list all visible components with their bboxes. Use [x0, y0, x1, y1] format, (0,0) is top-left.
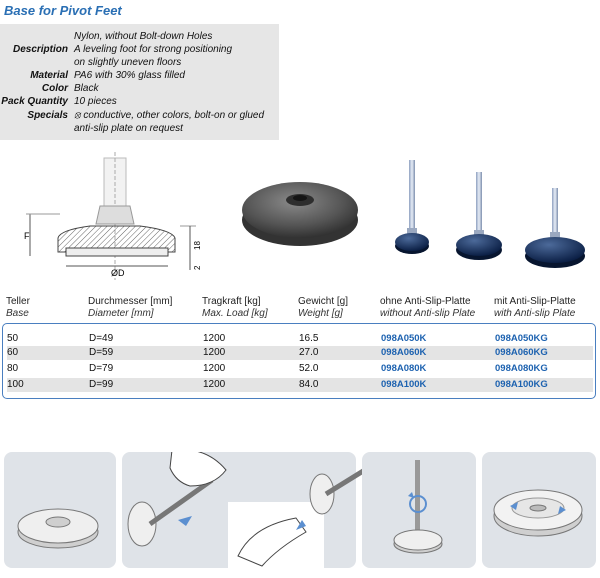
- spec-value: 10 pieces: [74, 96, 117, 108]
- spec-row-material: Material PA6 with 30% glass filled: [0, 69, 279, 82]
- header-weight: Gewicht [g]Weight [g]: [298, 296, 349, 319]
- spec-label: Color: [41, 83, 68, 95]
- assembly-steps: [4, 452, 596, 568]
- article-number-link[interactable]: 098A100KG: [495, 379, 548, 390]
- step-panel-1: [4, 452, 116, 568]
- spec-list: Nylon, without Bolt-down Holes Descripti…: [0, 30, 279, 135]
- header-diameter: Durchmesser [mm]Diameter [mm]: [88, 296, 173, 319]
- article-number-link[interactable]: 098A060K: [381, 347, 427, 358]
- header-max-load: Tragkraft [kg]Max. Load [kg]: [202, 296, 268, 319]
- step-panel-2: [122, 452, 370, 568]
- step-panel-4: [482, 452, 596, 568]
- base-disc-image: [242, 182, 358, 246]
- page-title: Base for Pivot Feet: [4, 3, 122, 18]
- article-number-link[interactable]: 098A100K: [381, 379, 427, 390]
- article-number-link[interactable]: 098A050K: [381, 333, 427, 344]
- spec-label: Material: [30, 70, 68, 82]
- product-images: F ØD 18 2: [24, 152, 585, 280]
- spec-value: anti-slip plate on request: [74, 122, 183, 134]
- dimension-18-label: 18: [193, 241, 202, 250]
- article-number-link[interactable]: 098A080KG: [495, 363, 548, 374]
- article-number-link[interactable]: 098A060KG: [495, 347, 548, 358]
- spec-row-variant: Nylon, without Bolt-down Holes: [0, 30, 279, 43]
- table-row: 100 D=99 1200 84.0 098A100K 098A100KG: [7, 378, 593, 392]
- spec-value: Nylon, without Bolt-down Holes: [74, 31, 213, 42]
- step-panel-3: [362, 452, 476, 568]
- product-table: 50 D=49 1200 16.5 098A050K 098A050KG 60 …: [2, 323, 596, 399]
- article-number-link[interactable]: 098A080K: [381, 363, 427, 374]
- spec-label: Description: [12, 44, 68, 56]
- dimension-diameter-label: ØD: [111, 268, 125, 278]
- spec-label: Pack Quantity: [1, 96, 68, 108]
- spec-row-color: Color Black: [0, 82, 279, 95]
- spec-row-specials: Specials ⦻ conductive, other colors, bol…: [0, 109, 279, 135]
- dimension-2-label: 2: [193, 265, 202, 270]
- table-row: 60 D=59 1200 27.0 098A060K 098A060KG: [7, 346, 593, 360]
- table-row: 80 D=79 1200 52.0 098A080K 098A080KG: [7, 363, 548, 374]
- dimension-f-label: F: [24, 231, 30, 241]
- spec-label: Specials: [27, 109, 68, 121]
- spec-value: A leveling foot for strong positioning: [74, 44, 233, 56]
- spec-row-description: Description A leveling foot for strong p…: [0, 43, 279, 69]
- article-number-link[interactable]: 098A050KG: [495, 333, 548, 344]
- table-row: 50 D=49 1200 16.5 098A050K 098A050KG: [7, 333, 548, 344]
- spec-panel: [0, 24, 279, 140]
- spec-value: PA6 with 30% glass filled: [74, 70, 185, 82]
- spec-value: Black: [74, 83, 99, 95]
- pivot-foot-small-image: [395, 160, 429, 254]
- spec-row-pack-quantity: Pack Quantity 10 pieces: [0, 95, 279, 108]
- technical-drawing: [26, 152, 196, 280]
- pivot-foot-medium-image: [456, 172, 502, 260]
- spec-value: on slightly uneven floors: [74, 57, 182, 69]
- spec-value: ⦻ conductive, other colors, bolt-on or g…: [74, 109, 265, 121]
- pivot-foot-large-image: [525, 188, 585, 268]
- spec-label: [0, 30, 74, 43]
